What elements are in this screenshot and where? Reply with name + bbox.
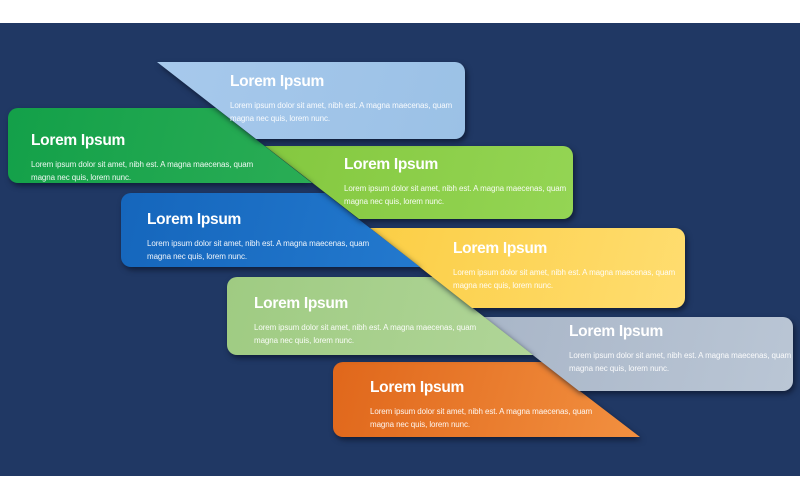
step-body-line-1: Lorem ipsum dolor sit amet, nibh est. A … [344, 184, 567, 193]
step-body-line-1: Lorem ipsum dolor sit amet, nibh est. A … [254, 323, 477, 332]
step-title: Lorem Ipsum [31, 132, 126, 149]
step-body-line-2: magna nec quis, lorem nunc. [344, 196, 445, 206]
step-card-5 [370, 228, 685, 308]
step-title: Lorem Ipsum [147, 211, 242, 228]
step-body-line-1: Lorem ipsum dolor sit amet, nibh est. A … [370, 407, 593, 416]
step-body-line-2: magna nec quis, lorem nunc. [370, 419, 471, 429]
step-body-line-1: Lorem ipsum dolor sit amet, nibh est. A … [147, 239, 370, 248]
slide-canvas: Lorem Ipsum Lorem ipsum dolor sit amet, … [0, 23, 800, 476]
step-title: Lorem Ipsum [254, 295, 349, 312]
labels-layer: Lorem Ipsum Lorem ipsum dolor sit amet, … [0, 23, 800, 476]
step-body-line-2: magna nec quis, lorem nunc. [31, 172, 132, 182]
step-body-line-1: Lorem ipsum dolor sit amet, nibh est. A … [453, 268, 676, 277]
step-body: Lorem ipsum dolor sit amet, nibh est. A … [453, 267, 675, 292]
step-body: Lorem ipsum dolor sit amet, nibh est. A … [254, 322, 476, 347]
step-title: Lorem Ipsum [569, 323, 664, 340]
step-body: Lorem ipsum dolor sit amet, nibh est. A … [31, 159, 253, 184]
step-body-line-1: Lorem ipsum dolor sit amet, nibh est. A … [230, 101, 453, 110]
step-body-line-2: magna nec quis, lorem nunc. [254, 335, 355, 345]
step-title: Lorem Ipsum [453, 240, 548, 257]
step-body-line-2: magna nec quis, lorem nunc. [230, 113, 331, 123]
step-body: Lorem ipsum dolor sit amet, nibh est. A … [370, 406, 592, 431]
step-body-line-2: magna nec quis, lorem nunc. [147, 251, 248, 261]
step-body-line-1: Lorem ipsum dolor sit amet, nibh est. A … [569, 351, 792, 360]
step-body: Lorem ipsum dolor sit amet, nibh est. A … [230, 100, 452, 125]
step-card-1 [157, 62, 465, 139]
step-body: Lorem ipsum dolor sit amet, nibh est. A … [569, 350, 791, 375]
step-body: Lorem ipsum dolor sit amet, nibh est. A … [147, 238, 369, 263]
step-body-line-2: magna nec quis, lorem nunc. [569, 363, 670, 373]
step-body-line-1: Lorem ipsum dolor sit amet, nibh est. A … [31, 160, 254, 169]
step-body-line-2: magna nec quis, lorem nunc. [453, 280, 554, 290]
step-title: Lorem Ipsum [344, 156, 439, 173]
step-title: Lorem Ipsum [370, 379, 465, 396]
step-card-3 [265, 146, 573, 219]
step-title: Lorem Ipsum [230, 73, 325, 90]
step-body: Lorem ipsum dolor sit amet, nibh est. A … [344, 183, 566, 208]
step-card-7 [484, 317, 793, 391]
